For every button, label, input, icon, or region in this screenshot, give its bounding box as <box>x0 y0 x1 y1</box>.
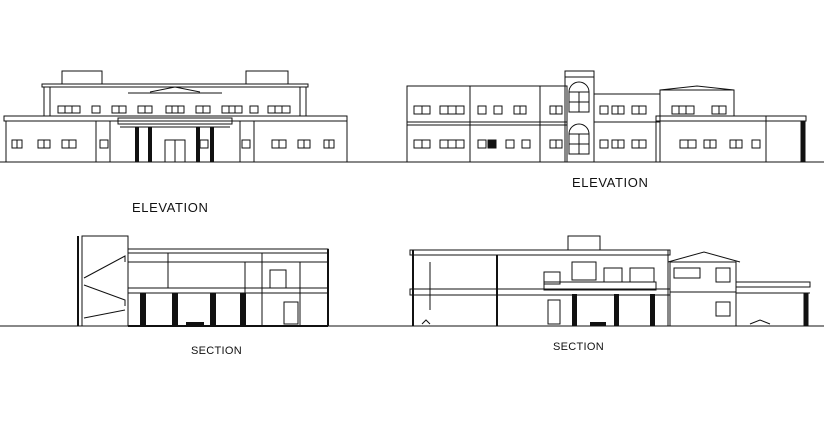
side-elevation-caption: ELEVATION <box>572 175 649 190</box>
side-lower-windows <box>413 139 761 149</box>
left-section-caption: SECTION <box>191 345 242 357</box>
front-elevation-caption: ELEVATION <box>132 200 209 215</box>
side-upper-windows <box>413 105 727 115</box>
front-lower-windows <box>11 139 335 149</box>
right-section-caption: SECTION <box>553 341 604 353</box>
left-section-columns <box>140 293 246 326</box>
right-section-drawing <box>392 235 824 327</box>
left-section-drawing <box>0 235 404 327</box>
right-section-columns <box>572 294 655 326</box>
side-elevation-drawing <box>392 70 824 163</box>
front-portico-columns <box>135 127 214 162</box>
front-elevation-drawing <box>0 70 404 163</box>
front-upper-windows <box>57 105 291 114</box>
